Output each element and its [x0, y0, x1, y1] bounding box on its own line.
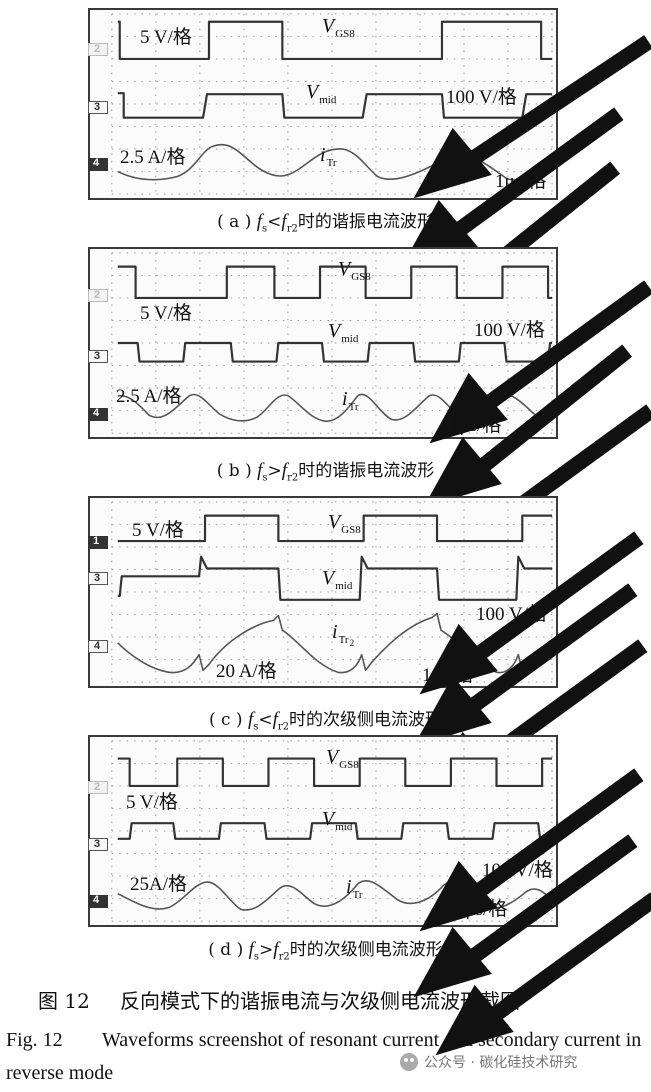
channel-marker: 3	[88, 572, 108, 585]
vgs-waveform-c	[117, 514, 553, 543]
caption-a: ( a ) fs<fr2时的谐振电流波形	[217, 211, 434, 235]
vmid-waveform-a	[117, 92, 553, 119]
time-scale-label: 1μs/格	[422, 665, 474, 686]
vgs-arrow	[413, 35, 651, 199]
current-arrow	[435, 892, 651, 1056]
current-scale-label: 25A/格	[130, 874, 188, 895]
vmid-waveform-c	[117, 555, 553, 601]
channel-marker: 2	[88, 43, 108, 56]
voltage-scale-label: 5 V/格	[140, 27, 192, 48]
vmid-label: Vmid	[306, 81, 337, 106]
vgs-label: VGS8	[328, 511, 361, 536]
vmid-label: Vmid	[322, 808, 353, 833]
caption-c: ( c ) fs<fr2时的次级侧电流波形	[208, 709, 443, 733]
mid-scale-label: 100 V/格	[446, 87, 517, 108]
caption-b: ( b ) fs>fr2时的谐振电流波形	[216, 460, 435, 484]
current-label: iTr	[346, 876, 363, 901]
waveform-plot-a	[111, 13, 553, 195]
channel-marker: 1	[88, 535, 108, 549]
channel-marker: 2	[88, 781, 108, 794]
vmid-arrow	[423, 344, 633, 508]
vgs-waveform-b	[117, 265, 553, 300]
current-label: iTr	[342, 388, 359, 413]
voltage-scale-label: 5 V/格	[132, 520, 184, 541]
channel-marker: 3	[88, 350, 108, 363]
vmid-waveform-d	[117, 822, 553, 840]
vgs-arrow	[419, 768, 644, 932]
oscilloscope-panel-a: 2 3 4 5 V/格 VGS8 Vmid 100 V/格 2.5 A/格 iT…	[88, 8, 651, 325]
mid-scale-label: 100 V/格	[482, 860, 553, 881]
voltage-scale-label: 5 V/格	[126, 792, 178, 813]
vgs-label: VGS8	[338, 258, 371, 283]
current-scale-label: 2.5 A/格	[120, 147, 186, 168]
mid-scale-label: 100 V/格	[474, 320, 545, 341]
current-waveform-c	[117, 612, 553, 674]
current-label: iTr2	[332, 621, 355, 648]
caption-d: ( d ) fs>fr2时的次级侧电流波形	[208, 939, 443, 963]
time-scale-label: 1μs/格	[450, 415, 502, 436]
current-label: iTr	[320, 144, 337, 169]
vmid-label: Vmid	[322, 567, 353, 592]
channel-marker: 4	[88, 157, 108, 171]
vgs-arrow	[419, 531, 644, 695]
oscilloscope-panel-b: 2 3 4 5 V/格 VGS8 Vmid 100 V/格 2.5 A/格 iT…	[88, 247, 651, 568]
waveform-plot-b	[111, 252, 553, 434]
vmid-label: Vmid	[328, 320, 359, 345]
vmid-waveform-b	[117, 341, 553, 363]
channel-marker: 4	[88, 894, 108, 908]
channel-marker: 4	[88, 640, 108, 653]
channel-marker: 3	[88, 101, 108, 114]
channel-marker: 3	[88, 838, 108, 851]
vmid-arrow	[413, 583, 638, 747]
time-scale-label: 1μs/格	[495, 171, 547, 192]
waveform-plot-c	[111, 501, 553, 683]
mid-scale-label: 100 V/格	[476, 604, 547, 625]
oscilloscope-panel-d: 2 3 4 5 V/格 VGS8 Vmid 100 V/格 25A/格 iTr …	[88, 735, 651, 1056]
vgs-waveform-d	[117, 757, 553, 788]
watermark: 公众号 · 碳化硅技术研究	[400, 1052, 577, 1072]
oscilloscope-panel-c: 1 3 4 5 V/格 VGS8 Vmid 100 V/格 iTr2 20 A/…	[88, 496, 648, 803]
vmid-arrow	[413, 834, 638, 998]
current-scale-label: 20 A/格	[216, 661, 277, 682]
vgs-arrow	[429, 280, 651, 444]
vgs-label: VGS8	[326, 746, 359, 771]
vgs-label: VGS8	[322, 15, 355, 40]
vgs-waveform-a	[117, 20, 553, 61]
wechat-logo-icon	[400, 1053, 418, 1071]
channel-marker: 4	[88, 407, 108, 421]
channel-marker: 2	[88, 289, 108, 302]
voltage-scale-label: 5 V/格	[140, 303, 192, 324]
current-scale-label: 2.5 A/格	[116, 386, 182, 407]
waveform-plot-d	[111, 740, 553, 922]
time-scale-label: 1μs/格	[456, 899, 508, 920]
